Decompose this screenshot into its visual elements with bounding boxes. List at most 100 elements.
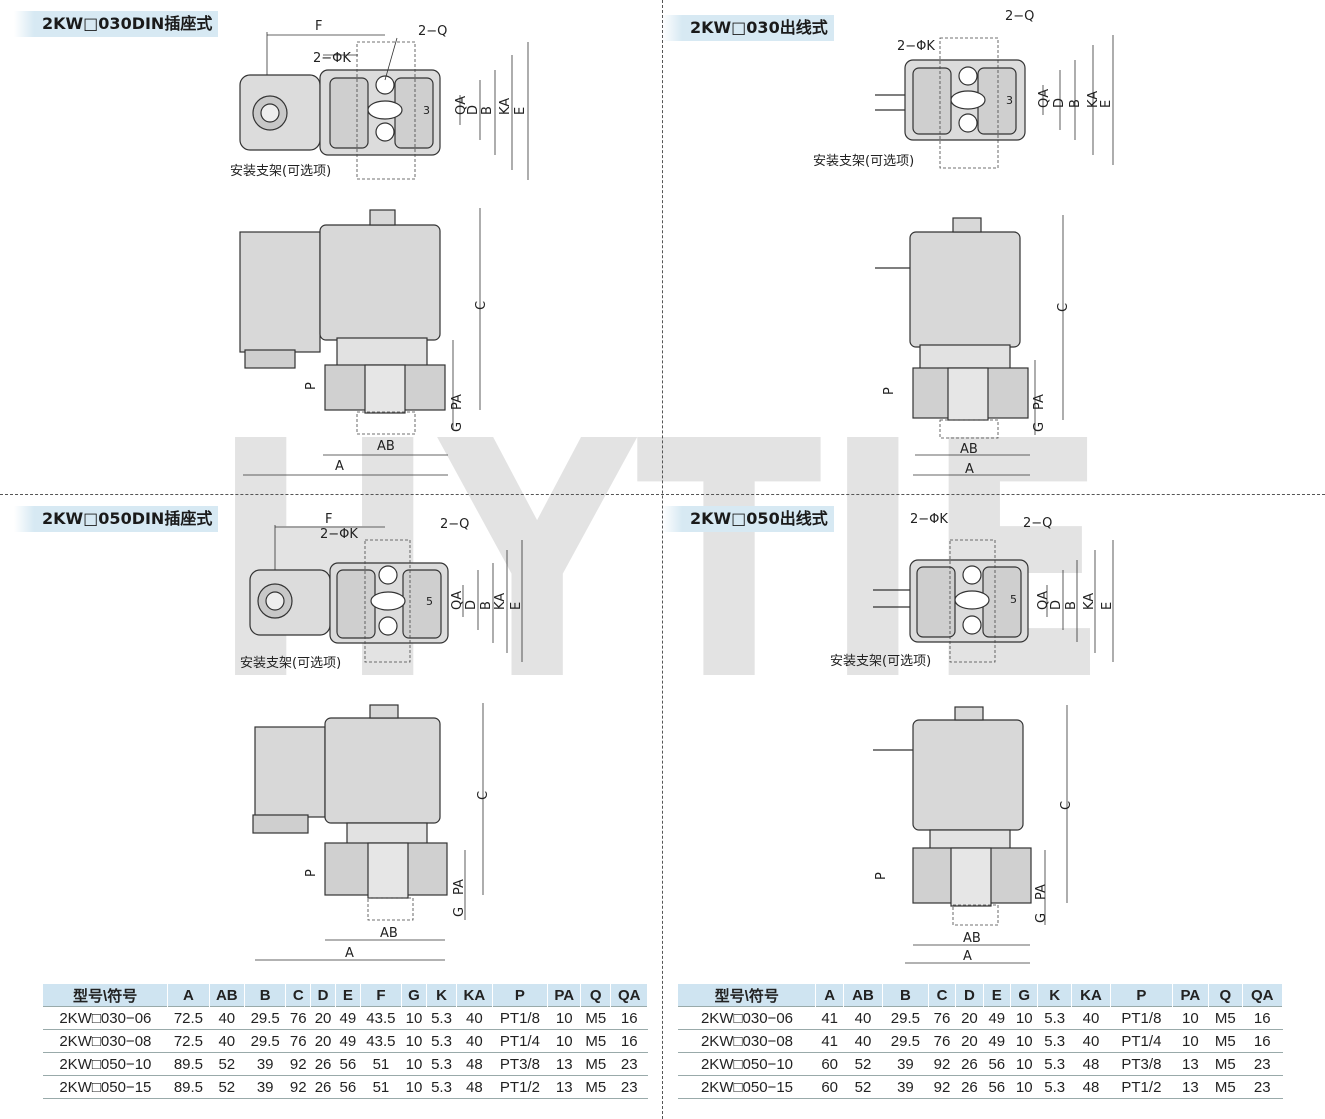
dim-PA: PA: [452, 879, 467, 895]
table-cell: 40: [1071, 1006, 1111, 1030]
table-cell: 23: [1242, 1075, 1283, 1099]
dim-F: F: [315, 19, 322, 34]
coil-side: [324, 717, 441, 824]
table-cell: 2KW□050−10: [43, 1052, 168, 1076]
dim-AB: AB: [377, 439, 395, 454]
dim-D: D: [464, 600, 479, 610]
column-header: C: [928, 984, 957, 1007]
column-header: E: [983, 984, 1012, 1007]
table-cell: 89.5: [167, 1052, 210, 1076]
din-plug-side: [239, 231, 321, 353]
table-cell: 10: [547, 1006, 581, 1030]
table-cell: 92: [928, 1052, 956, 1076]
table-cell: PT1/8: [492, 1006, 548, 1030]
dim-E: E: [509, 602, 524, 610]
table-cell: 20: [955, 1029, 984, 1053]
column-header: P: [1110, 984, 1173, 1007]
table-cell: 48: [456, 1052, 493, 1076]
dim-QA: QA: [1037, 89, 1052, 108]
column-header: 型号\符号: [43, 984, 169, 1007]
table-cell: M5: [580, 1006, 611, 1030]
table-cell: 10: [1172, 1029, 1209, 1053]
table-cell: 10: [401, 1075, 427, 1099]
dim-2q: 2−Q: [1005, 9, 1034, 24]
table-cell: 2KW□030−08: [43, 1029, 168, 1053]
coil-side: [909, 231, 1021, 348]
dim-G: G: [1034, 913, 1049, 923]
table-cell: 48: [1071, 1052, 1111, 1076]
table-cell: 5.3: [1037, 1029, 1072, 1053]
drawing-030din: F 2−ΦK 2−Q 3 QA D B KA E 安装支架(可选项) C P P…: [230, 19, 529, 476]
table-cell: 52: [209, 1052, 245, 1076]
panel-title-030din: 2KW□030DIN插座式: [14, 11, 219, 37]
dim-KA: KA: [1082, 593, 1097, 610]
table-cell: 29.5: [882, 1006, 929, 1030]
table-cell: 20: [310, 1029, 336, 1053]
dim-A: A: [965, 462, 974, 477]
panel-title-030wire: 2KW□030出线式: [662, 15, 834, 41]
table-cell: 5.3: [426, 1029, 457, 1053]
dim-E: E: [1100, 602, 1115, 610]
table-cell: 49: [983, 1006, 1011, 1030]
table-cell: 40: [1071, 1029, 1111, 1053]
table-cell: M5: [580, 1075, 611, 1099]
dim-C: C: [476, 791, 491, 800]
table-cell: 40: [209, 1006, 245, 1030]
dim-D: D: [1049, 600, 1064, 610]
dim-PA: PA: [1032, 394, 1047, 410]
table-cell: 92: [928, 1075, 956, 1099]
dim-AB: AB: [960, 442, 978, 457]
port-3: 3: [423, 104, 430, 117]
bracket-label: 安装支架(可选项): [230, 164, 331, 179]
table-cell: 76: [285, 1006, 311, 1030]
dim-C: C: [474, 301, 489, 310]
table-cell: 39: [882, 1075, 929, 1099]
table-cell: 23: [610, 1075, 648, 1099]
table-cell: PT1/8: [1110, 1006, 1173, 1030]
dim-2q: 2−Q: [418, 24, 447, 39]
coil-side: [912, 719, 1024, 831]
dim-AB: AB: [380, 926, 398, 941]
table-cell: 2KW□030−08: [678, 1029, 816, 1053]
column-header: QA: [610, 984, 648, 1007]
table-cell: 26: [310, 1075, 336, 1099]
table-cell: 5.3: [1037, 1075, 1072, 1099]
table-cell: 51: [360, 1075, 402, 1099]
column-header: AB: [209, 984, 246, 1007]
table-cell: 10: [1010, 1052, 1038, 1076]
dim-QA: QA: [454, 96, 469, 115]
bracket-label: 安装支架(可选项): [830, 654, 931, 669]
table-cell: 5.3: [426, 1052, 457, 1076]
table-cell: PT3/8: [1110, 1052, 1173, 1076]
column-header: E: [335, 984, 361, 1007]
dim-2q: 2−Q: [1023, 516, 1052, 531]
table-cell: 16: [610, 1006, 648, 1030]
dim-P: P: [874, 872, 889, 880]
dim-A: A: [963, 949, 972, 964]
table-cell: 49: [983, 1029, 1011, 1053]
column-header: G: [401, 984, 427, 1007]
dim-2phik: 2−ΦK: [320, 527, 358, 542]
column-header: PA: [547, 984, 582, 1007]
column-header: AB: [843, 984, 884, 1007]
table-cell: 5.3: [426, 1006, 457, 1030]
table-cell: 29.5: [882, 1029, 929, 1053]
table-cell: 20: [310, 1006, 336, 1030]
table-cell: 29.5: [244, 1029, 286, 1053]
table-cell: 92: [285, 1075, 311, 1099]
table-cell: 39: [244, 1075, 286, 1099]
table-cell: 49: [335, 1006, 361, 1030]
drawing-050din: F 2−ΦK 2−Q 5 QA D B KA E 安装支架(可选项) C P P…: [240, 512, 524, 961]
table-cell: 2KW□050−15: [43, 1075, 168, 1099]
table-cell: 76: [928, 1006, 956, 1030]
dim-C: C: [1059, 801, 1074, 810]
dim-P: P: [304, 869, 319, 877]
table-cell: 48: [456, 1075, 493, 1099]
